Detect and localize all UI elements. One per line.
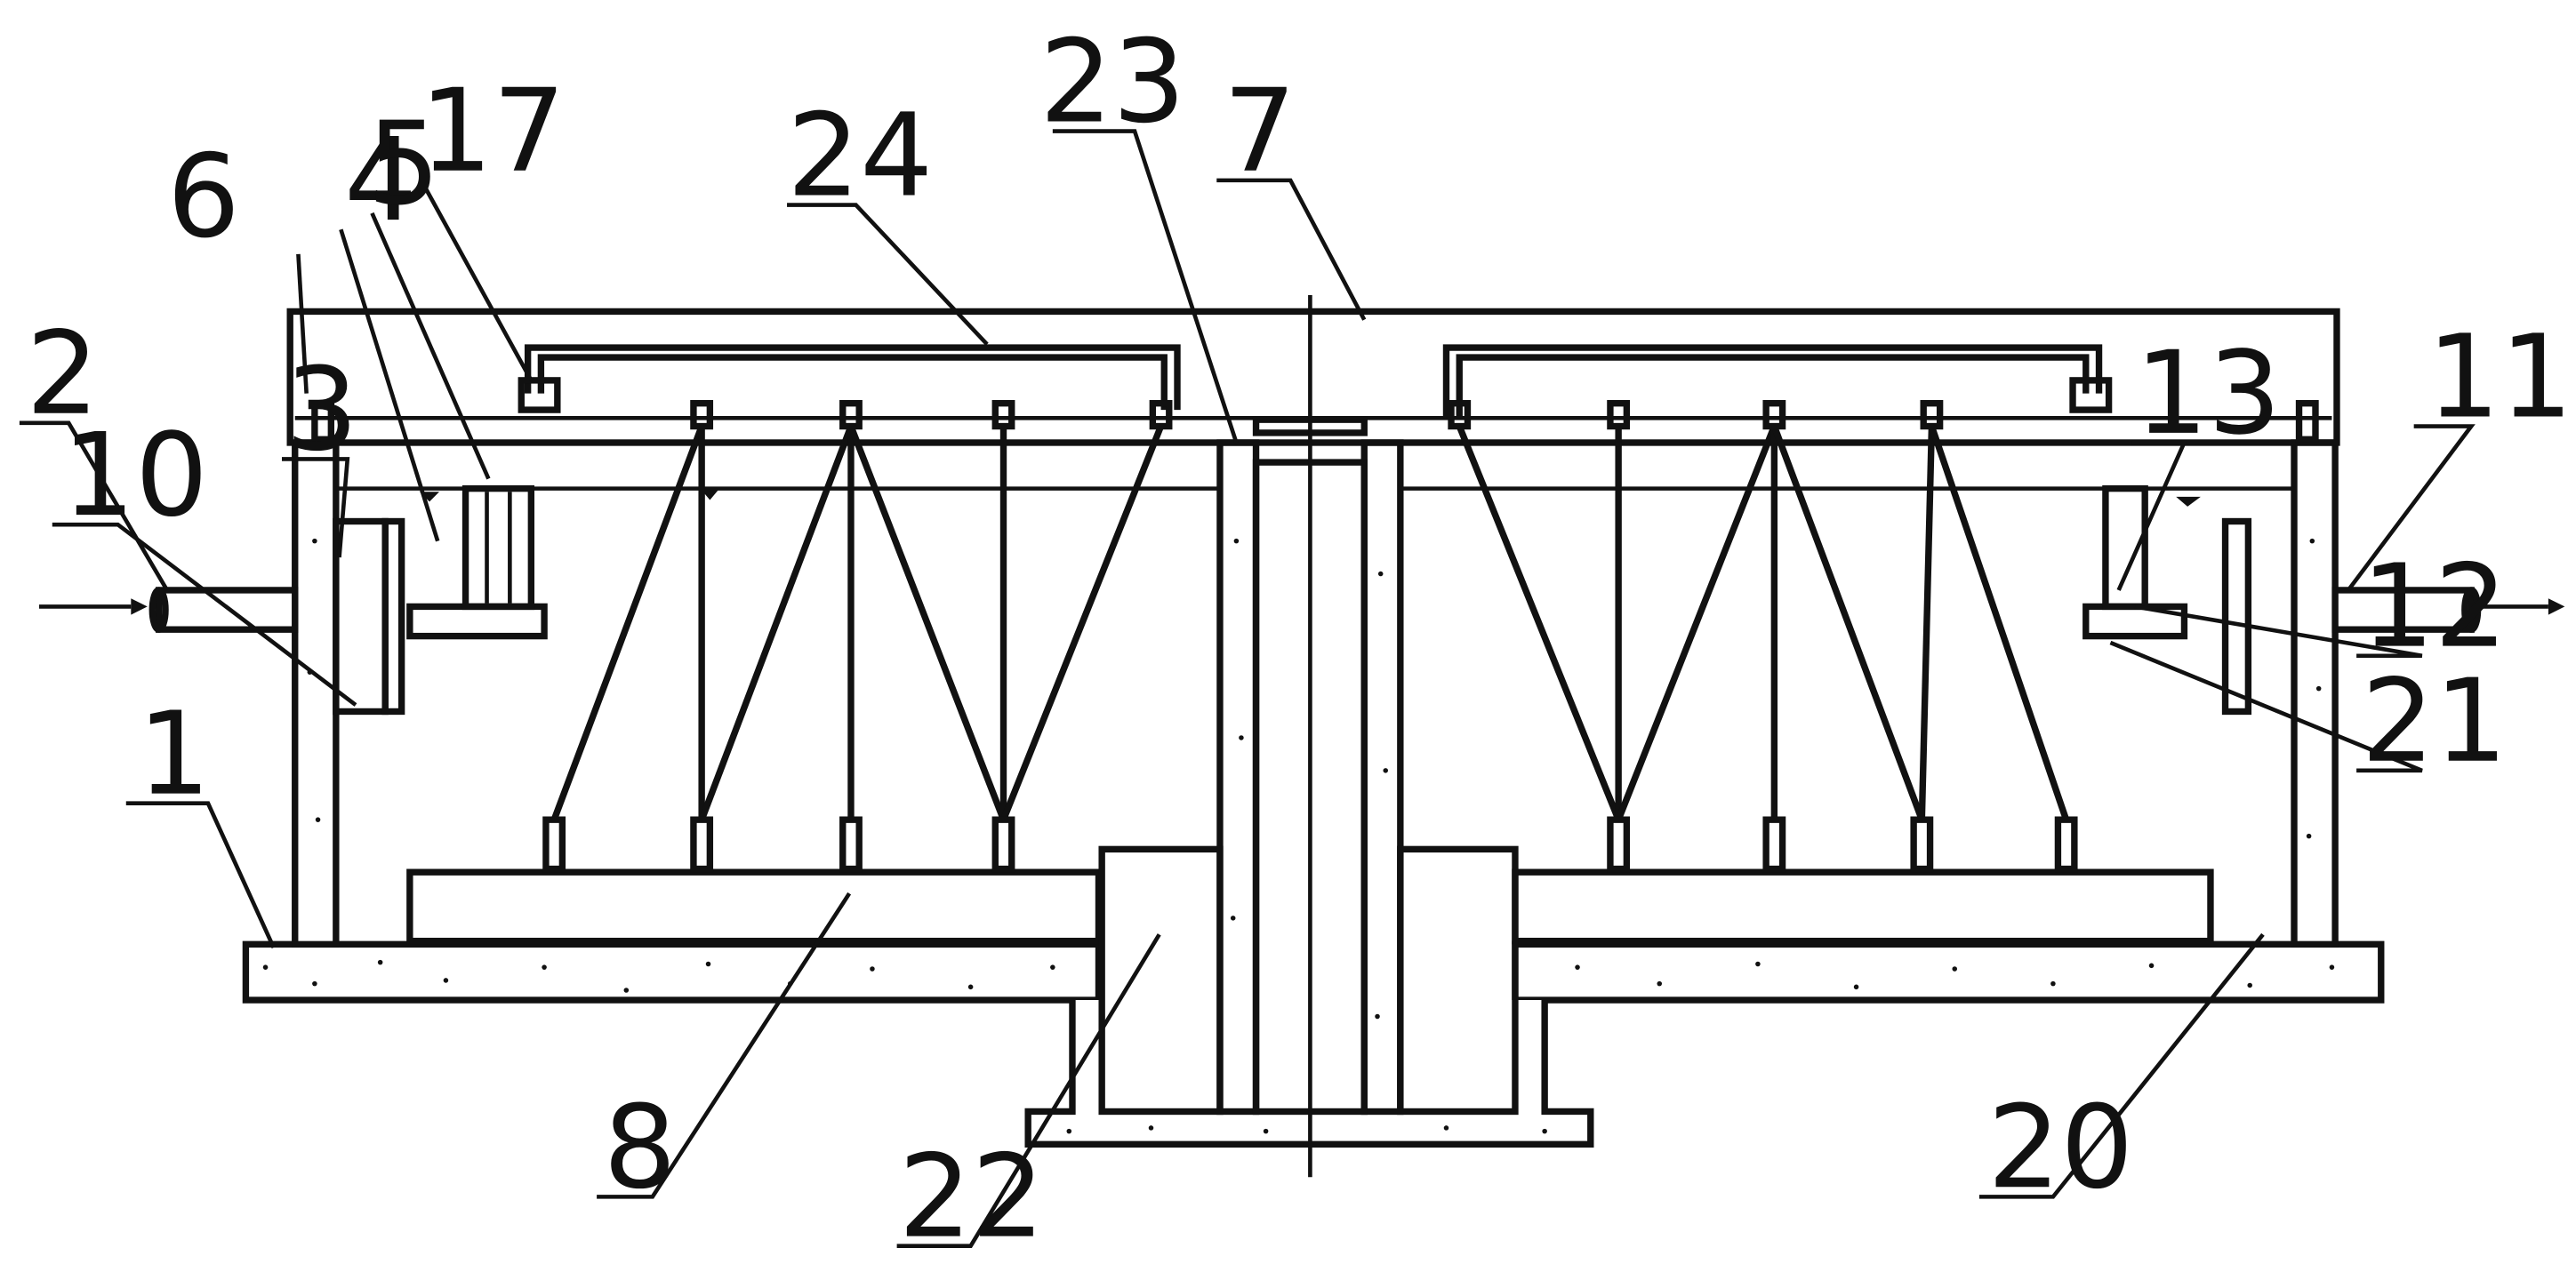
right-tank-wall	[2291, 439, 2339, 948]
airlift-pipes	[518, 344, 2113, 419]
label-3: 3	[285, 343, 358, 476]
concrete-hatching	[262, 538, 2335, 1134]
rotating-bridge	[286, 308, 2340, 446]
tank-base-slab	[242, 940, 1103, 1004]
label-21: 21	[2362, 655, 2508, 788]
label-6: 6	[167, 131, 240, 264]
leader-lines	[19, 129, 2476, 1249]
central-column-right-wall	[1360, 439, 1404, 1116]
scraper-beam-left	[406, 868, 1103, 945]
part-labels: 1 2 3 4 5 6 7 8 10 11 12 13 17 20 21 22 …	[26, 15, 2572, 1263]
label-5: 5	[367, 98, 440, 231]
sludge-hopper-right	[1397, 845, 1519, 1116]
label-24: 24	[787, 89, 933, 222]
outlet-assembly	[2082, 400, 2482, 716]
scraper-beam-right	[1512, 868, 2214, 945]
flow-arrows	[39, 598, 2565, 615]
outlet-weir	[2102, 484, 2148, 611]
label-20: 20	[1987, 1081, 2133, 1214]
suction-pipes	[542, 400, 2078, 873]
label-8: 8	[603, 1081, 676, 1214]
label-22: 22	[898, 1131, 1044, 1264]
label-23: 23	[1039, 15, 1185, 148]
water-surface	[335, 486, 2295, 507]
label-7: 7	[1224, 65, 1296, 198]
sludge-scraper	[406, 845, 2214, 1116]
label-4: 4	[344, 114, 417, 247]
label-10: 10	[62, 409, 208, 542]
label-2: 2	[26, 308, 99, 441]
label-13: 13	[2135, 327, 2281, 460]
inlet-weir	[461, 484, 535, 611]
sludge-hopper-left	[1098, 845, 1224, 1116]
label-11: 11	[2427, 310, 2572, 444]
central-column-left-wall	[1216, 439, 1260, 1116]
left-tank-wall	[292, 439, 340, 948]
label-1: 1	[138, 688, 211, 821]
label-12: 12	[2362, 540, 2508, 674]
label-17: 17	[420, 65, 566, 198]
inlet-box	[333, 517, 389, 716]
